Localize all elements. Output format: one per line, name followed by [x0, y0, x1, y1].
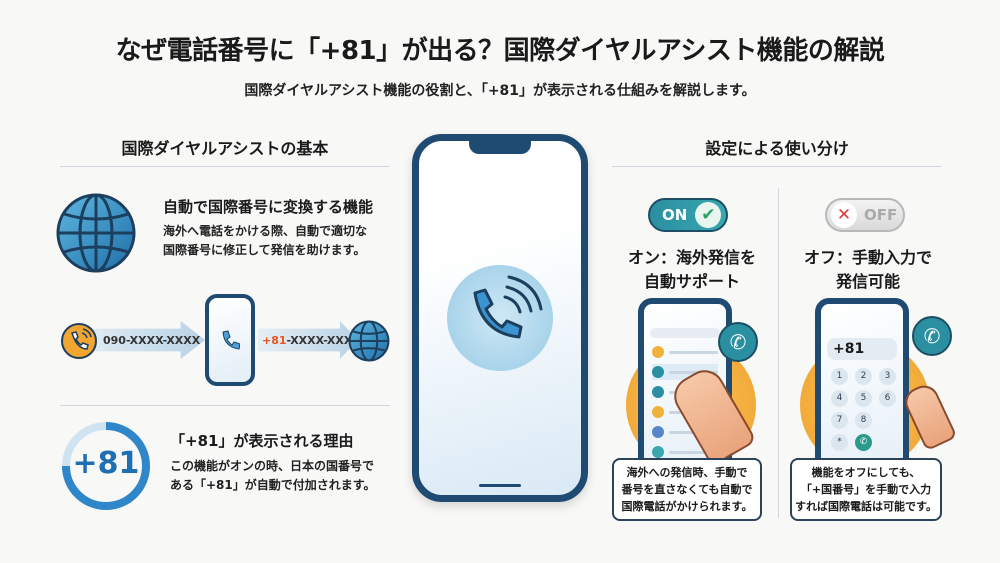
caption-line: 番号を直さなくても自動で [621, 483, 753, 496]
on-caption: 海外への発信時、手動で 番号を直さなくても自動で 国際電話がかけられます。 [612, 458, 762, 521]
key[interactable]: 5 [855, 390, 872, 407]
key[interactable]: 4 [831, 390, 848, 407]
title-line: 発信可能 [835, 272, 900, 291]
desc-line: 海外へ電話をかける際、自動で適切な [163, 224, 368, 238]
desc-line: 国際番号に修正して発信を助けます。 [163, 243, 366, 257]
call-key-icon[interactable]: ✆ [855, 434, 872, 451]
center-phone-illustration [412, 134, 588, 502]
off-caption: 機能をオフにしても、 「+国番号」を手動で入力 すれば国際電話は可能です。 [790, 458, 942, 521]
phone-icon [222, 330, 240, 350]
caption-line: 機能をオフにしても、 [811, 466, 921, 479]
caption-line: 国際電話がかけられます。 [621, 500, 753, 513]
caption-line: 海外への発信時、手動で [626, 466, 748, 479]
off-title: オフ：手動入力で 発信可能 [788, 246, 948, 294]
output-number: +81-XXXX-XXXX [262, 334, 361, 347]
title-line: 自動サポート [643, 272, 740, 291]
reason-heading: 「+81」が表示される理由 [170, 432, 354, 450]
key[interactable]: 7 [831, 412, 848, 429]
caption-line: すれば国際電話は可能です。 [795, 500, 937, 513]
desc-line: ある「+81」が自動で付加されます。 [170, 478, 376, 492]
phone-call-icon [447, 265, 553, 371]
dial-display: +81 [827, 338, 897, 360]
toggle-label: ON [662, 206, 688, 224]
check-icon: ✔ [695, 202, 722, 228]
globe-icon [348, 320, 390, 362]
on-toggle[interactable]: ON ✔ [648, 198, 728, 232]
divider [778, 188, 779, 518]
key[interactable]: 1 [831, 368, 848, 385]
on-title: オン：海外発信を 自動サポート [612, 246, 772, 294]
title-line: オン：海外発信を [627, 248, 756, 267]
contact-row[interactable] [652, 344, 718, 360]
number-rest: -XXXX-XXXX [286, 334, 361, 347]
divider [60, 166, 390, 167]
plus81-ring-badge [62, 422, 150, 510]
reason-description: この機能がオンの時、日本の国番号で ある「+81」が自動で付加されます。 [170, 457, 376, 495]
plus81-badge-text: +81 [72, 446, 140, 481]
home-indicator [479, 484, 521, 487]
call-bubble-icon: ✆ [912, 316, 952, 356]
key[interactable]: 2 [855, 368, 872, 385]
desc-line: この機能がオンの時、日本の国番号で [170, 459, 375, 473]
right-section-title: 設定による使い分け [705, 139, 849, 158]
globe-icon [56, 193, 136, 273]
off-toggle[interactable]: ✕ OFF [825, 198, 905, 232]
call-bubble-icon: ✆ [718, 322, 758, 362]
country-code: +81 [262, 334, 287, 347]
search-bar [650, 328, 720, 338]
input-number: 090-XXXX-XXXX [103, 334, 201, 347]
phone-illustration [205, 294, 255, 386]
page-title: なぜ電話番号に「+81」が出る？国際ダイヤルアシスト機能の解説 [115, 36, 885, 66]
contact-row[interactable] [652, 444, 718, 460]
divider [60, 405, 390, 406]
page-subtitle: 国際ダイヤルアシスト機能の役割と、「+81」が表示される仕組みを解説します。 [244, 83, 756, 99]
key[interactable]: * [831, 434, 848, 451]
x-icon: ✕ [831, 202, 857, 228]
phone-notch [469, 140, 531, 154]
key[interactable]: 8 [855, 412, 872, 429]
title-line: オフ：手動入力で [803, 248, 932, 267]
key[interactable]: 6 [879, 390, 896, 407]
key[interactable]: 3 [879, 368, 896, 385]
divider [612, 166, 942, 167]
phone-call-icon [61, 323, 97, 359]
toggle-label: OFF [864, 206, 898, 224]
feature-heading: 自動で国際番号に変換する機能 [163, 198, 374, 216]
caption-line: 「+国番号」を手動で入力 [800, 483, 932, 496]
left-section-title: 国際ダイヤルアシストの基本 [121, 139, 329, 158]
feature-description: 海外へ電話をかける際、自動で適切な 国際番号に修正して発信を助けます。 [163, 222, 367, 260]
